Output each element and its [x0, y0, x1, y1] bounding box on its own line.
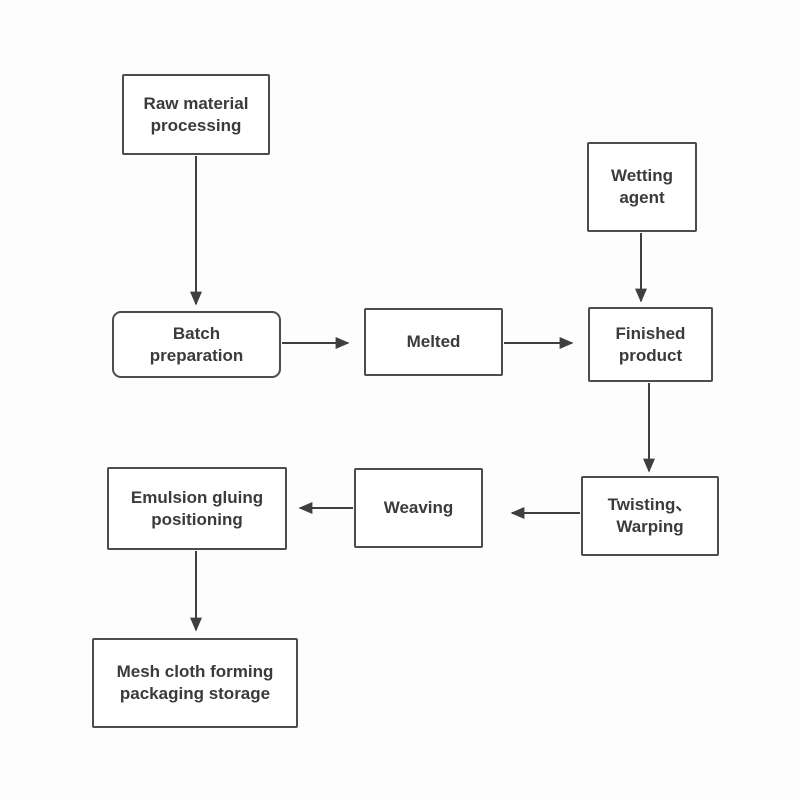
node-finished-product-label-line: Finished — [615, 323, 686, 343]
node-emulsion-gluing-positioning-label-line: positioning — [151, 509, 243, 529]
node-melted-label-line: Melted — [406, 332, 461, 351]
node-twisting-warping-label-line: Twisting、 — [607, 495, 693, 514]
node-wetting-agent: Wetting agent — [587, 142, 697, 232]
node-mesh-cloth-forming-packaging-storage-label-line: Mesh cloth forming — [116, 662, 274, 681]
node-finished-product-label-line: product — [618, 345, 683, 365]
node-twisting-warping: Twisting、 Warping — [581, 476, 719, 556]
node-batch-preparation-label-line: Batch — [172, 323, 221, 343]
node-emulsion-gluing-positioning-label-line: Emulsion gluing — [130, 487, 264, 507]
node-mesh-cloth-forming-packaging-storage-label-line: packaging storage — [119, 684, 271, 703]
node-raw-material-processing-label-line: processing — [150, 115, 242, 135]
node-wetting-agent-label-line: Wetting — [610, 166, 673, 185]
node-melted: Melted — [364, 308, 503, 376]
node-batch-preparation-label-line: preparation — [149, 345, 244, 365]
node-wetting-agent-label-line: agent — [619, 188, 665, 207]
node-mesh-cloth-forming-packaging-storage: Mesh cloth forming packaging storage — [92, 638, 298, 728]
node-weaving-label-line: Weaving — [383, 498, 454, 517]
node-twisting-warping-label-line: Warping — [616, 517, 684, 536]
node-raw-material-processing-label-line: Raw material — [143, 93, 249, 113]
node-weaving: Weaving — [354, 468, 483, 548]
